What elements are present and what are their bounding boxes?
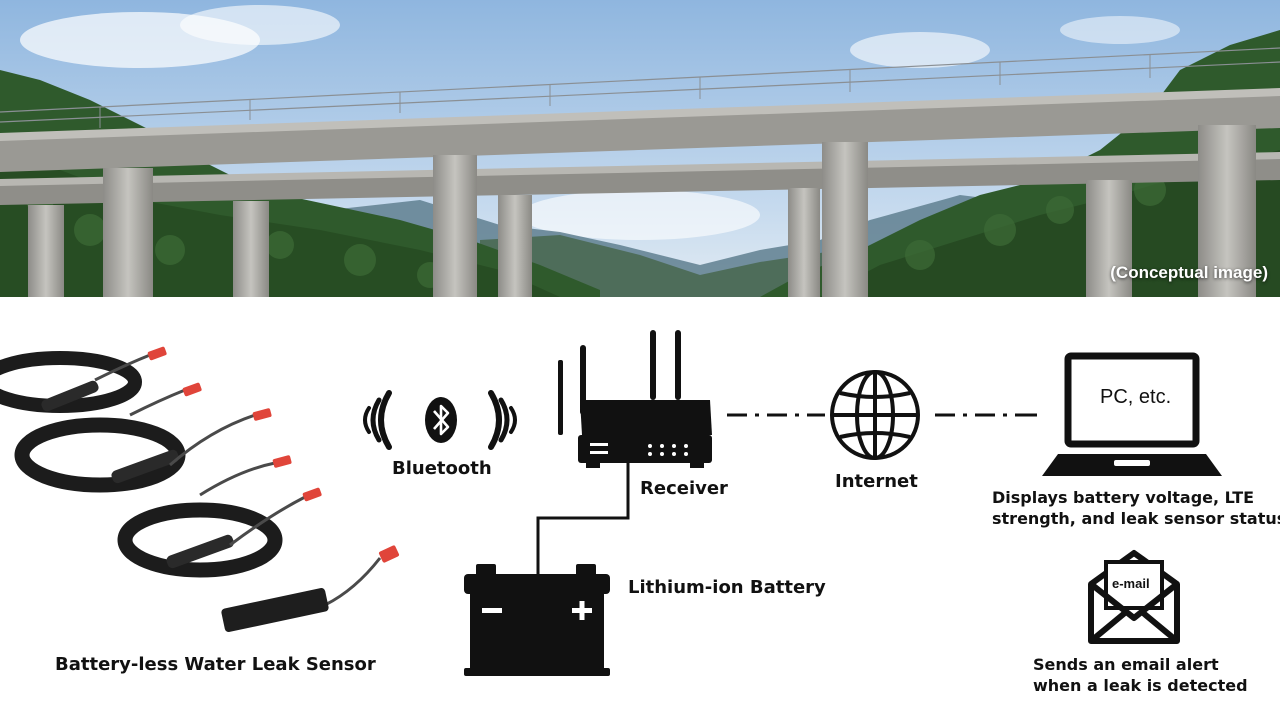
router-icon [558,330,712,468]
bridge-photo: (Conceptual image) [0,0,1280,297]
email-description-line-2: when a leak is detected [1033,676,1248,695]
email-envelope-icon [1088,550,1180,644]
battery-icon [464,564,610,676]
conceptual-image-caption: (Conceptual image) [1110,263,1268,282]
bluetooth-signal-waves [363,390,517,450]
bridge-illustration [0,0,1280,297]
network-connection-lines [727,413,1037,417]
pc-screen-text: PC, etc. [1100,386,1172,408]
laptop-icon [1042,352,1222,476]
email-description: Sends an email alert when a leak is dete… [1033,654,1248,696]
leak-sensor-illustration [0,346,400,633]
bluetooth-label: Bluetooth [392,458,492,479]
leak-sensor-label: Battery-less Water Leak Sensor [55,654,376,675]
internet-label: Internet [835,471,918,492]
bluetooth-icon [425,397,457,443]
receiver-label: Receiver [640,478,728,499]
pc-description: Displays battery voltage, LTE strength, … [992,487,1280,529]
globe-icon [830,370,920,460]
email-description-line-1: Sends an email alert [1033,655,1219,674]
email-icon-text: e-mail [1112,576,1150,591]
pc-description-line-2: strength, and leak sensor status [992,509,1280,528]
power-cable [536,462,630,578]
pc-description-line-1: Displays battery voltage, LTE [992,488,1255,507]
battery-label: Lithium-ion Battery [628,577,826,598]
